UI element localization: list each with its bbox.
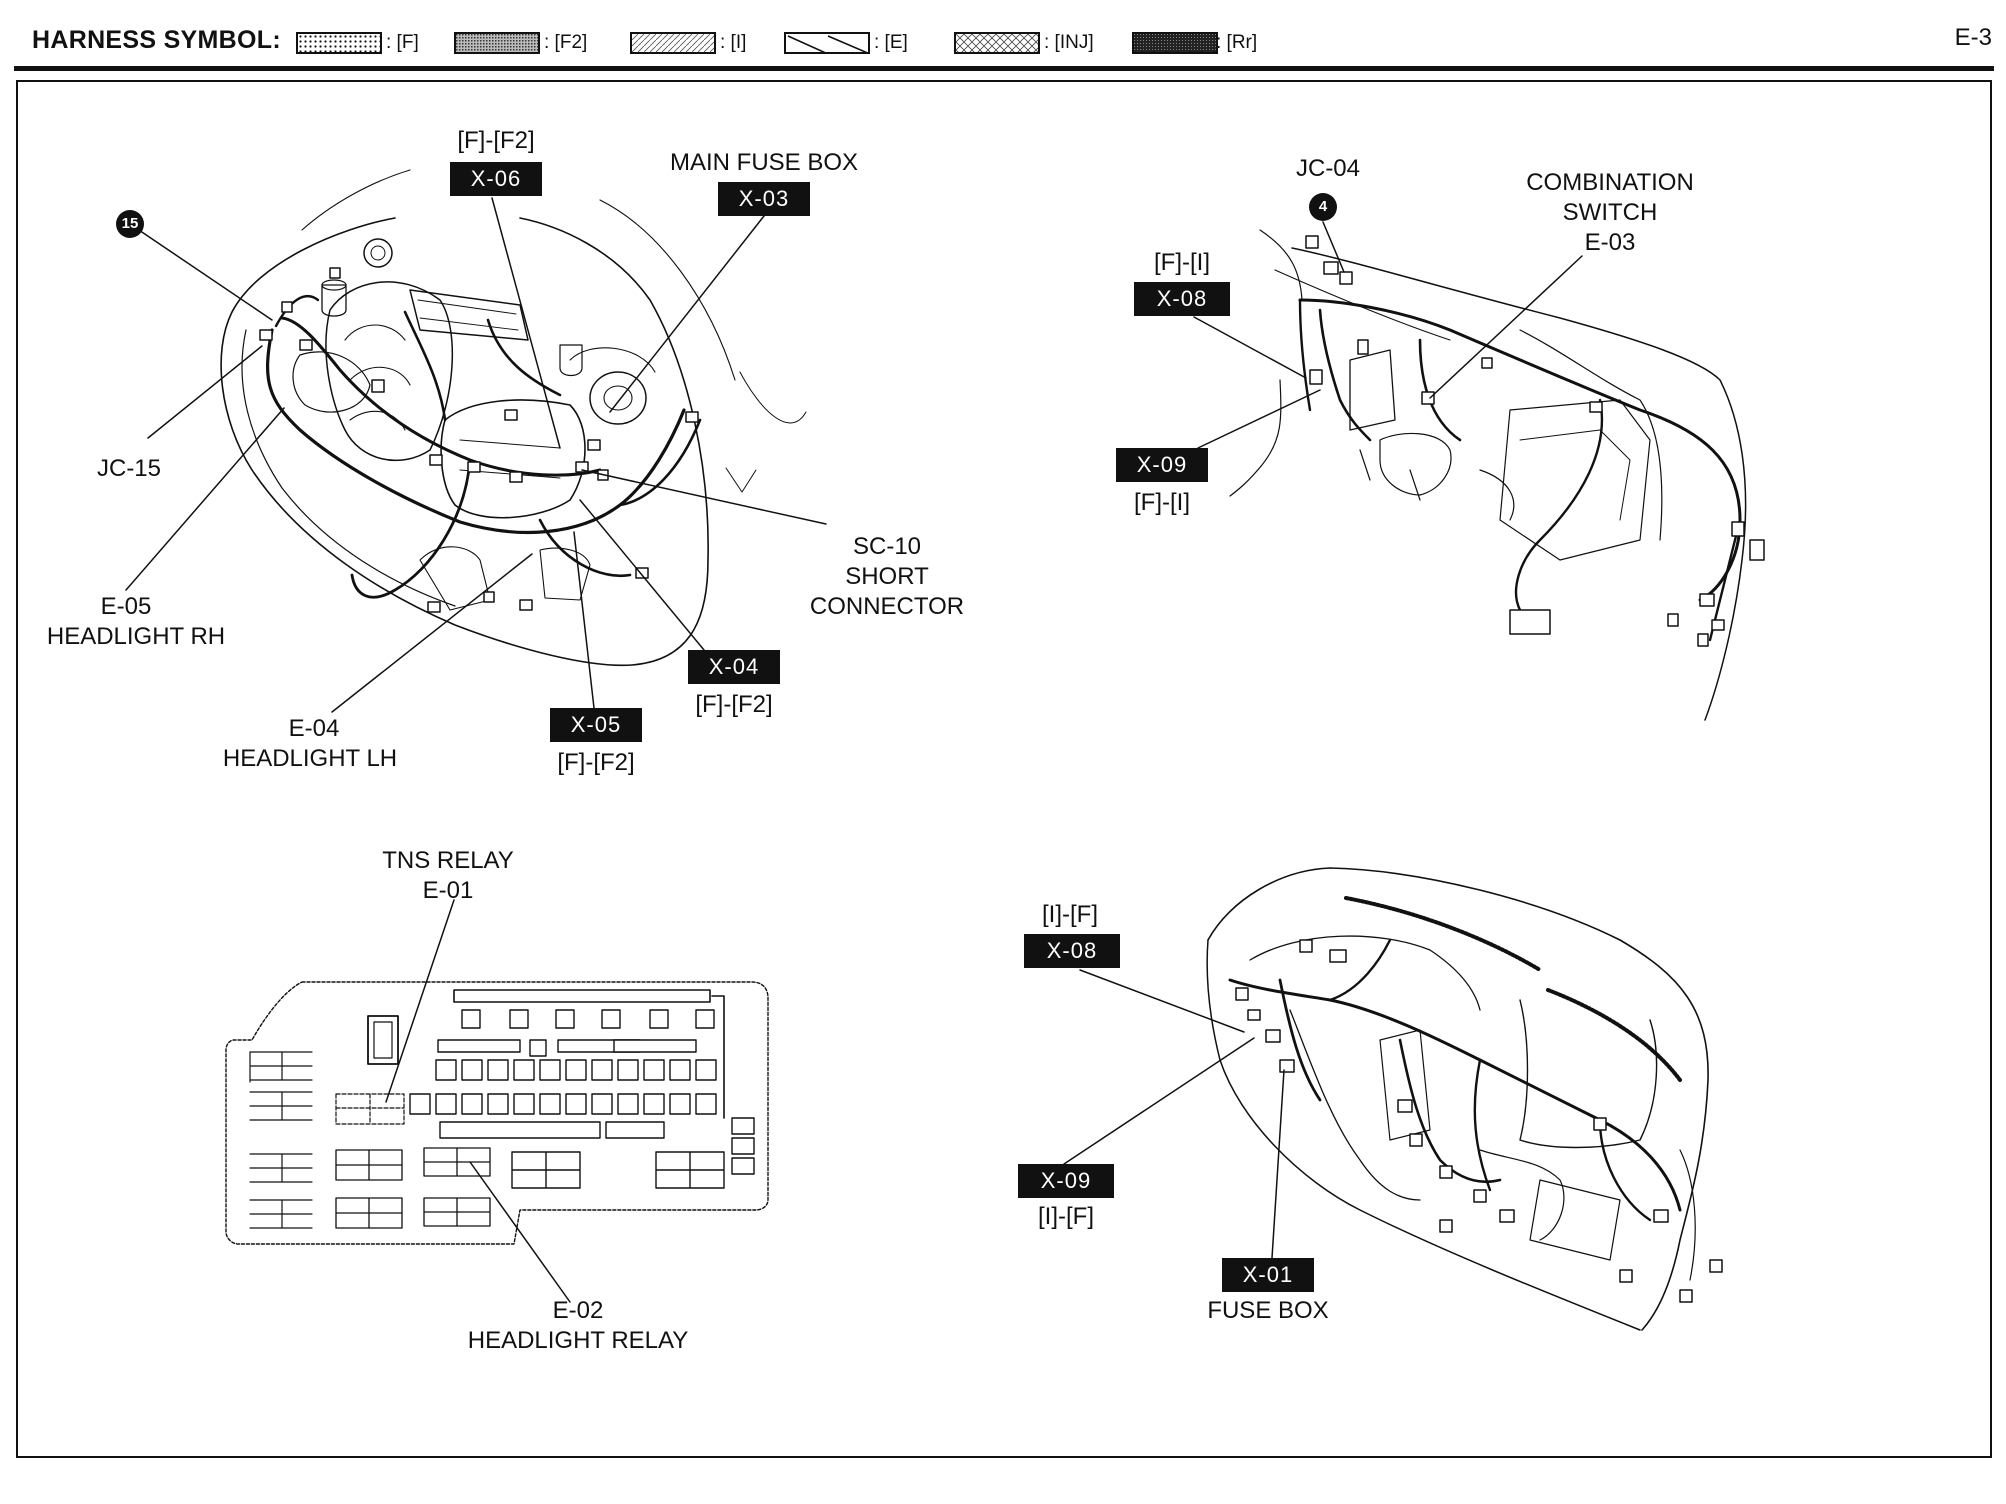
symbol-e-label: : [E] <box>874 32 908 53</box>
x03-connector-tag: X-03 <box>718 182 810 216</box>
symbol-inj-label: : [INJ] <box>1044 32 1094 53</box>
leader-sc10 <box>581 469 827 525</box>
sc10-connector-label: CONNECTOR <box>809 593 965 620</box>
top-x08-connector-tag: X-08 <box>1134 282 1230 316</box>
leader-jc15 <box>147 345 263 439</box>
jc15-label: JC-15 <box>96 455 162 482</box>
relay-box-illustration <box>225 981 769 1245</box>
x04-harness-code: [F]-[F2] <box>695 691 773 718</box>
headlight-lh-label: HEADLIGHT LH <box>222 745 398 772</box>
leader-e01 <box>385 899 455 1103</box>
e03-code: E-03 <box>1584 229 1636 256</box>
bottom-x09-connector-tag: X-09 <box>1018 1164 1114 1198</box>
leader-circle-15 <box>129 223 273 321</box>
junction-15-marker: 15 <box>116 210 144 238</box>
top-x09-harness-code: [F]-[I] <box>1134 489 1190 516</box>
top-x08-harness-code: [F]-[I] <box>1154 249 1210 276</box>
main-fuse-box-label: MAIN FUSE BOX <box>669 149 859 176</box>
diagram-frame <box>16 80 1992 1458</box>
leader-x03 <box>609 215 765 413</box>
top-x09-connector-tag: X-09 <box>1116 448 1208 482</box>
leader-e03 <box>1429 255 1583 399</box>
header-rule <box>14 66 1994 71</box>
sc10-short-label: SHORT <box>845 563 929 590</box>
symbol-f-swatch <box>296 32 382 54</box>
leader-circle-4 <box>1322 221 1345 273</box>
leader-x06 <box>491 197 561 449</box>
bottom-x09-harness-code: [I]-[F] <box>1038 1203 1094 1230</box>
symbol-rr-swatch <box>1132 32 1218 54</box>
page-header: HARNESS SYMBOL: : [F] : [F2] : [I] <box>0 0 2006 71</box>
dashboard-harness-illustration-bottom <box>1206 867 1723 1331</box>
combination-switch-label-line2: SWITCH <box>1562 199 1658 226</box>
x04-connector-tag: X-04 <box>688 650 780 684</box>
x06-harness-code: [F]-[F2] <box>457 127 535 154</box>
sc10-code: SC-10 <box>852 533 922 560</box>
tns-relay-label: TNS RELAY <box>382 847 514 874</box>
leader-x05 <box>573 531 595 709</box>
leader-bottom-x08 <box>1079 969 1245 1033</box>
dashboard-harness-illustration-top <box>1229 229 1765 721</box>
x06-connector-tag: X-06 <box>450 162 542 196</box>
e05-code: E-05 <box>100 593 152 620</box>
e04-code: E-04 <box>288 715 340 742</box>
leader-x04 <box>579 499 705 651</box>
leader-top-x09 <box>1197 389 1321 449</box>
fuse-box-label: FUSE BOX <box>1207 1297 1329 1324</box>
leader-lines <box>125 197 1583 1303</box>
x01-connector-tag: X-01 <box>1222 1258 1314 1292</box>
symbol-f-label: : [F] <box>386 32 419 53</box>
combination-switch-label-line1: COMBINATION <box>1526 169 1694 196</box>
leader-e02 <box>469 1161 571 1303</box>
leader-e05 <box>125 407 285 591</box>
bottom-x08-harness-code: [I]-[F] <box>1042 901 1098 928</box>
page-number: E-3 <box>1954 24 1992 51</box>
leader-e04 <box>331 553 533 713</box>
symbol-rr-label: : [Rr] <box>1216 32 1258 53</box>
engine-compartment-illustration <box>220 169 807 667</box>
e01-code: E-01 <box>422 877 474 904</box>
bottom-x08-connector-tag: X-08 <box>1024 934 1120 968</box>
leader-top-x08 <box>1193 316 1307 379</box>
x05-harness-code: [F]-[F2] <box>557 749 635 776</box>
harness-symbol-title: HARNESS SYMBOL: <box>32 26 281 54</box>
junction-4-marker: 4 <box>1309 193 1337 221</box>
jc04-label: JC-04 <box>1295 155 1361 182</box>
symbol-i-swatch <box>630 32 716 54</box>
symbol-f2-label: : [F2] <box>544 32 588 53</box>
symbol-f2-swatch <box>454 32 540 54</box>
symbol-i-label: : [I] <box>720 32 747 53</box>
leader-bottom-x09 <box>1063 1037 1255 1165</box>
symbol-e-swatch <box>784 32 870 54</box>
e02-code: E-02 <box>552 1297 604 1324</box>
symbol-inj-swatch <box>954 32 1040 54</box>
headlight-rh-label: HEADLIGHT RH <box>46 623 226 650</box>
headlight-relay-label: HEADLIGHT RELAY <box>467 1327 689 1354</box>
x05-connector-tag: X-05 <box>550 708 642 742</box>
leader-x01 <box>1271 1069 1285 1259</box>
